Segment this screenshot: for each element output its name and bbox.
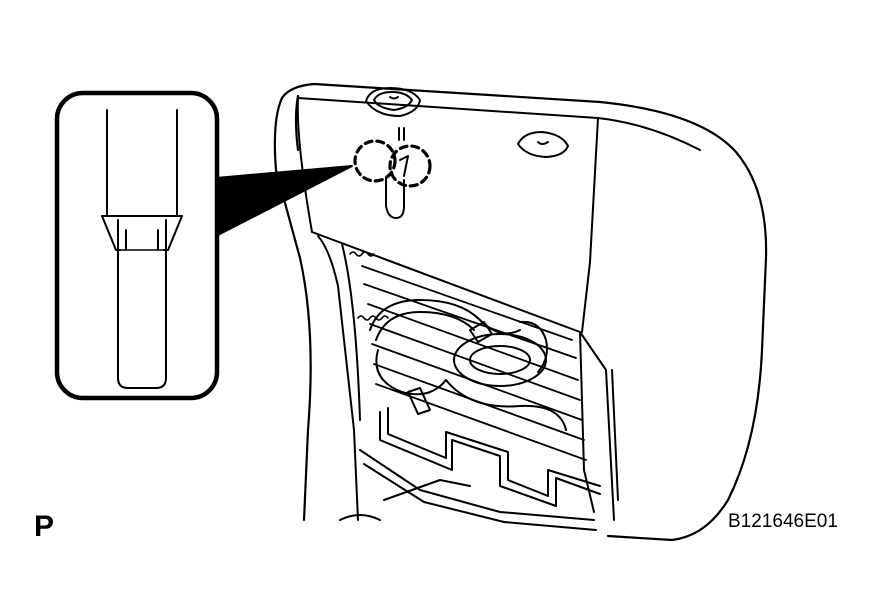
internal-slats <box>361 265 587 461</box>
claw-marker <box>399 155 409 177</box>
figure-code-label: B121646E01 <box>728 511 838 532</box>
retainer-pin <box>385 127 405 219</box>
wire-support-frame <box>379 387 601 507</box>
headrest-support-left <box>365 87 421 117</box>
back-board-panel <box>296 97 701 333</box>
springs <box>349 251 389 321</box>
lower-cushion <box>339 449 597 531</box>
inset-detail-box <box>54 90 220 401</box>
seat-frame <box>311 231 619 521</box>
headrest-support-right <box>517 131 569 158</box>
inset-leader <box>215 165 353 237</box>
claw-location-circles <box>353 139 432 188</box>
seatback-shell <box>273 82 768 542</box>
view-letter-label: P <box>34 510 55 543</box>
wire-harness <box>369 299 567 431</box>
